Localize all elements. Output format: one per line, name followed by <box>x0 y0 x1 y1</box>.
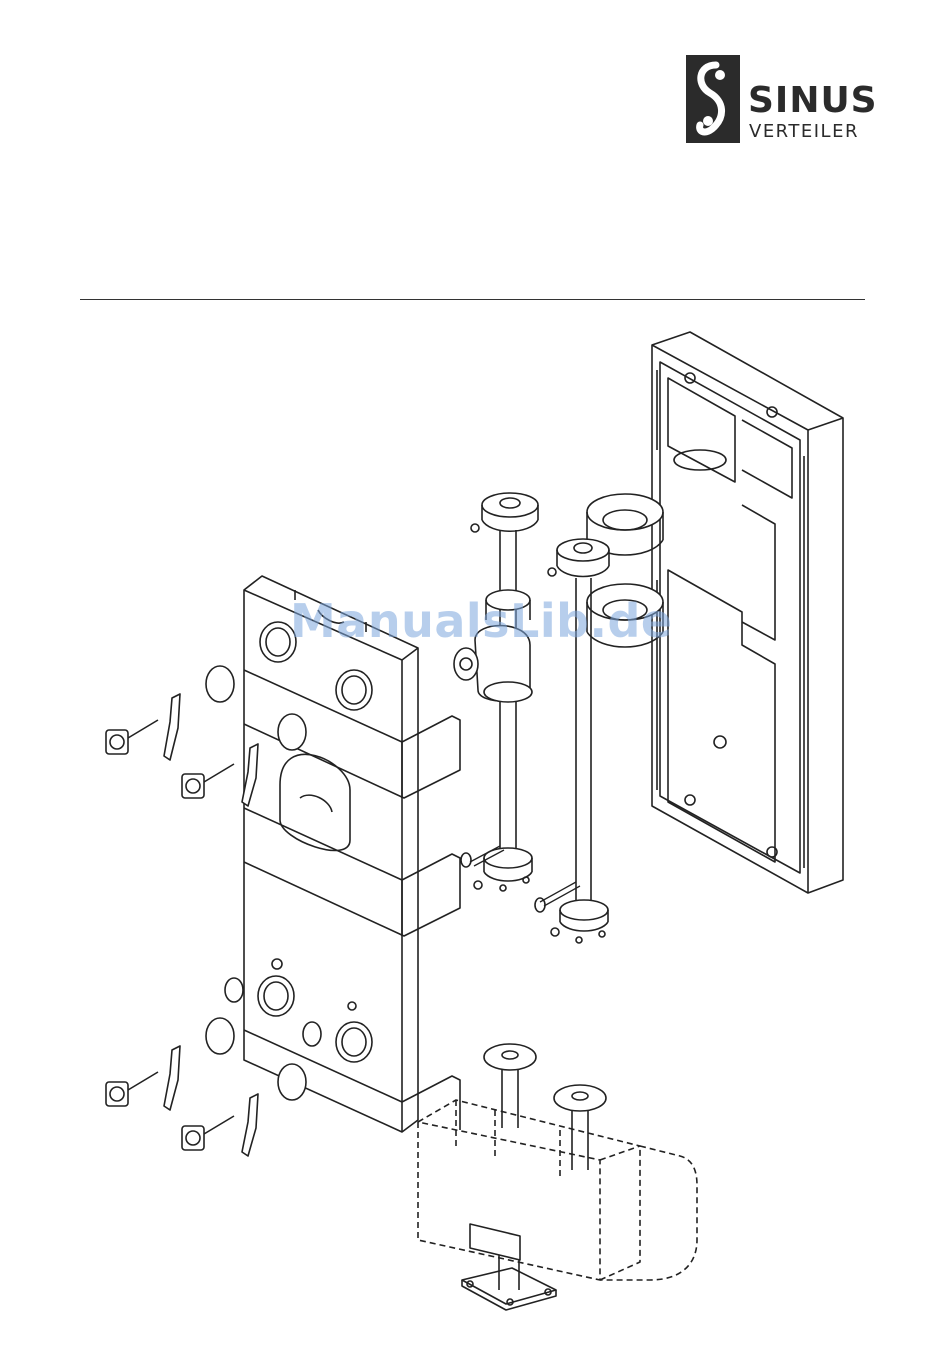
insulation-back-shell <box>652 332 843 893</box>
hydraulic-separator <box>454 493 538 891</box>
watermark: ManualsLib.de <box>290 594 673 648</box>
distributor-flanges <box>484 1044 606 1170</box>
insulation-front-shell <box>225 576 460 1132</box>
